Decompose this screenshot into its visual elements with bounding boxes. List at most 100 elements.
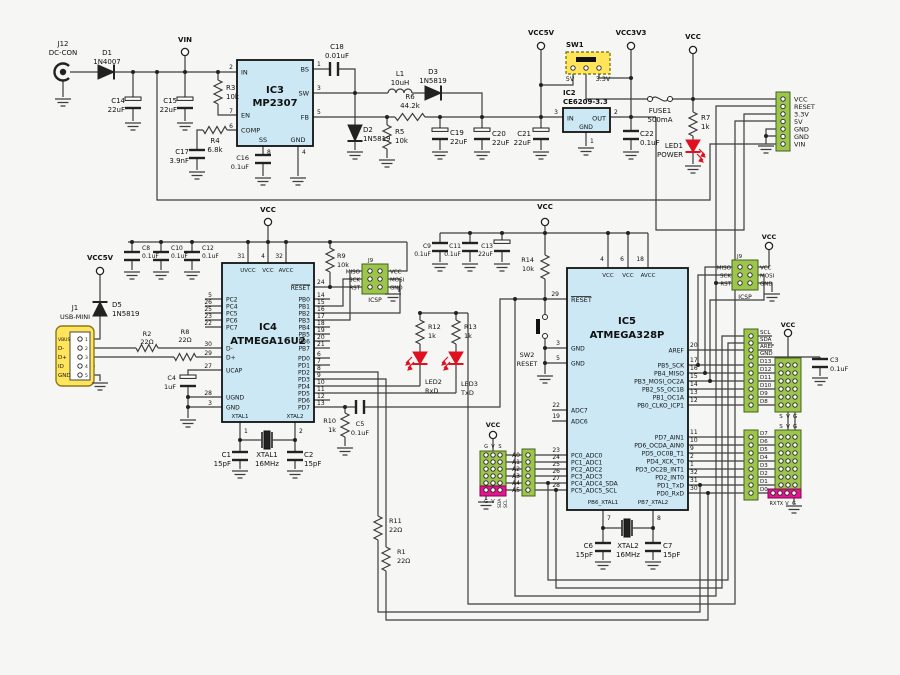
schematic-label: 1	[85, 337, 88, 343]
schematic-label: G	[793, 424, 797, 430]
schematic-label: 29	[204, 350, 212, 357]
schematic-label: 11	[317, 386, 325, 393]
schematic-label: 19	[552, 413, 560, 420]
schematic-label: PD7_AIN1	[655, 435, 684, 442]
schematic-label: PC2	[226, 297, 238, 304]
schematic-label: V	[786, 414, 790, 420]
header-pin	[785, 434, 791, 440]
schematic-label: PB7_XTAL2	[638, 500, 668, 506]
schematic-label: C17	[175, 148, 189, 156]
header-pin	[748, 378, 754, 384]
schematic-label: 12	[690, 397, 698, 404]
header-pin	[497, 459, 503, 465]
schematic-label: PC2_ADC2	[571, 467, 603, 474]
schematic-label: 13	[317, 400, 325, 407]
schematic-label: VCC	[622, 273, 634, 279]
junction-dot	[606, 231, 610, 235]
schematic-label: 0.1uF	[171, 253, 188, 260]
header-pin	[785, 362, 791, 368]
header-pin	[525, 466, 531, 472]
capacitor-plate	[179, 374, 197, 379]
schematic-label: 0.1uF	[142, 253, 159, 260]
junction-dot	[601, 526, 605, 530]
header-pin	[748, 340, 754, 346]
schematic-label: PB3_MOSI_OC2A	[634, 379, 685, 386]
schematic-label: ADC6	[571, 419, 588, 426]
junction-dot	[629, 76, 633, 80]
junction-dot	[343, 405, 347, 409]
junction-dot	[454, 311, 458, 315]
schematic-label: 22	[204, 320, 212, 327]
schematic-label: PB4_MISO	[654, 371, 684, 378]
schematic-label: 32	[690, 469, 698, 476]
header-pin	[77, 336, 83, 342]
junction-dot	[328, 240, 332, 244]
resistor	[202, 125, 228, 135]
schematic-label: 3.9nF	[169, 157, 189, 165]
schematic-label: 1	[590, 138, 594, 145]
schematic-label: PD0	[298, 356, 310, 363]
schematic-label: 8	[657, 515, 661, 522]
ground-symbol	[432, 263, 448, 272]
junction-dot	[353, 91, 357, 95]
header-pin	[377, 284, 383, 290]
schematic-label: 23	[204, 313, 212, 320]
ground-symbol	[180, 419, 196, 428]
schematic-label: D5	[760, 447, 768, 453]
schematic-label: PC1_ADC1	[571, 460, 603, 467]
wires-power-section	[62, 50, 776, 605]
schematic-label: R7	[701, 114, 710, 122]
schematic-label: 28	[204, 390, 212, 397]
header-pin	[377, 268, 383, 274]
header-pin	[748, 458, 754, 464]
header-pin	[792, 362, 798, 368]
sw2-reset-button	[536, 314, 548, 339]
junction-dot	[714, 281, 718, 285]
junction-dot	[706, 491, 710, 495]
schematic-label: 3.3V	[794, 111, 809, 119]
schematic-label: 11	[690, 429, 698, 436]
header-pin	[778, 466, 784, 472]
schematic-label: IC5	[618, 316, 636, 327]
sw1-switch-body	[565, 51, 611, 75]
schematic-label: PB4	[298, 325, 310, 332]
junction-dot	[539, 83, 543, 87]
schematic-label: TxD	[460, 389, 474, 397]
schematic-label: MOSI	[390, 278, 405, 284]
schematic-label: 22Ω	[140, 338, 153, 346]
schematic-label: PD5_OC0B_T1	[642, 451, 685, 458]
schematic-label: 10k	[522, 265, 534, 273]
schematic-label: V	[785, 501, 789, 507]
schematic-label: G	[484, 499, 488, 505]
header-pin	[77, 345, 83, 351]
schematic-label: RESET	[794, 103, 815, 111]
schematic-label: A3	[512, 473, 520, 480]
junction-dot	[539, 115, 543, 119]
capacitor-plate	[493, 239, 511, 244]
schematic-label: 10	[690, 437, 698, 444]
schematic-label: 3	[554, 109, 558, 116]
net-terminal	[488, 430, 498, 440]
schematic-label: 16	[317, 306, 325, 313]
schematic-label: 25	[552, 461, 560, 468]
schematic-label: 2	[85, 346, 88, 352]
schematic-label: OUT	[592, 115, 606, 123]
schematic-label: C10	[171, 245, 183, 252]
schematic-label: PC4_ADC4_SDA	[571, 481, 619, 488]
header-pin	[77, 363, 83, 369]
schematic-label: 31	[237, 253, 245, 260]
header-pin	[490, 480, 496, 486]
header-pin	[525, 480, 531, 486]
ground-symbol	[595, 561, 611, 570]
header-pin	[748, 466, 754, 472]
schematic-label: GND	[226, 405, 240, 412]
schematic-label: PD1	[298, 363, 310, 370]
schematic-label: J9	[367, 258, 374, 264]
net-terminal	[626, 41, 636, 51]
schematic-label: IN	[241, 69, 248, 77]
schematic-label: 1N4007	[93, 58, 121, 66]
schematic-label: D8	[760, 399, 768, 405]
resistor	[135, 343, 159, 353]
schematic-label: 5	[317, 109, 321, 116]
analog-a0-a5-header	[521, 448, 536, 497]
